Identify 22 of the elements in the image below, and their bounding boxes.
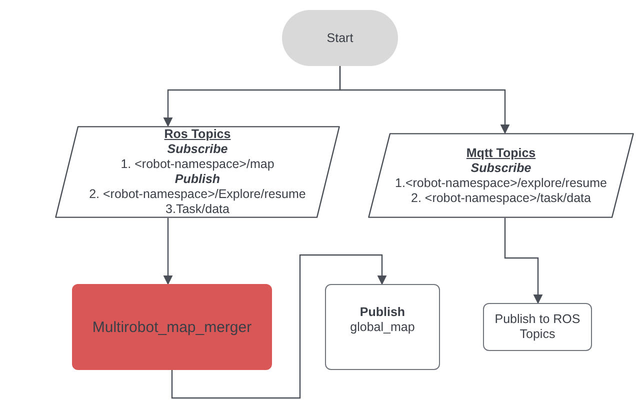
- node-text: global_map: [350, 320, 415, 335]
- node-text: Publish to ROS Topics: [494, 312, 582, 342]
- node-text: 2. <robot-namespace>/Explore/resume: [89, 187, 306, 202]
- process-box: [325, 284, 440, 370]
- node-text: 1.<robot-namespace>/explore/resume: [395, 176, 607, 190]
- section-label: Publish: [174, 172, 220, 187]
- arrow: [504, 218, 543, 304]
- node-text: Multirobot_map_merger: [92, 320, 252, 334]
- section-label: Subscribe: [470, 160, 532, 176]
- node-text: Start: [326, 30, 354, 46]
- node-text: 3.Task/data: [166, 202, 230, 217]
- section-label: Subscribe: [167, 142, 228, 157]
- arrow: [339, 66, 510, 134]
- heading-text: Ros Topics: [164, 127, 231, 142]
- process-box: [483, 303, 592, 351]
- node-text: 1. <robot-namespace>/map: [120, 157, 274, 172]
- process-box: [72, 284, 272, 370]
- arrow: [163, 218, 173, 285]
- heading-text: Publish: [360, 305, 406, 320]
- heading-text: Mqtt Topics: [466, 146, 536, 160]
- node-text: 2. <robot-namespace>/task/data: [411, 190, 591, 206]
- arrow: [171, 254, 387, 399]
